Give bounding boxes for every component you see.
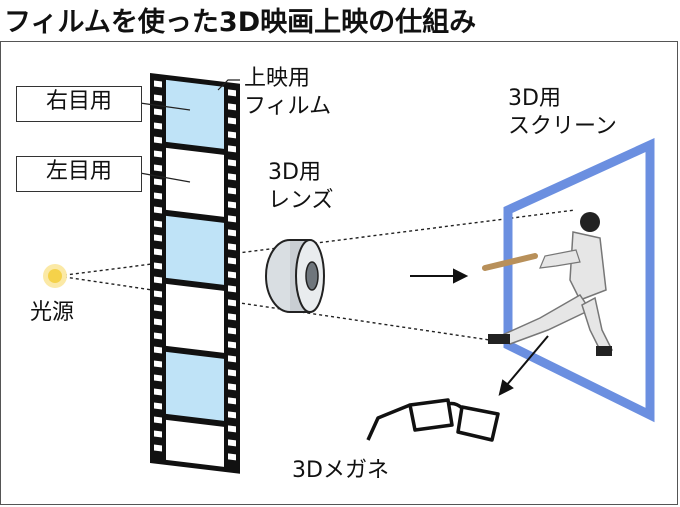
lens-label-line2: レンズ (268, 188, 334, 213)
light-source-icon (43, 264, 67, 288)
lens-label-line1: 3D用 (268, 160, 321, 185)
lens-icon (265, 239, 325, 313)
3d-glasses-icon (366, 398, 500, 442)
screen-label-line2: スクリーン (508, 114, 617, 139)
film-label-line1: 上映用 (244, 66, 311, 91)
diagram-frame (0, 41, 678, 505)
film-sprocket-holes (154, 80, 236, 461)
glasses-arrow (498, 335, 549, 396)
batter-image (482, 212, 614, 356)
film-frames (166, 79, 224, 467)
glasses-label: 3Dメガネ (292, 458, 389, 483)
light-source-label: 光源 (30, 300, 75, 325)
diagram-title: フィルムを使った3D映画上映の仕組み (4, 7, 477, 38)
left-eye-label: 左目用 (45, 159, 112, 184)
right-eye-label: 右目用 (45, 89, 112, 114)
projection-arrow (410, 268, 469, 284)
film-strip (150, 73, 240, 474)
film-label-line2: フィルム (244, 94, 332, 119)
leader-lines (139, 79, 240, 183)
3d-screen (503, 137, 655, 423)
left-eye-label-box: 左目用 (16, 156, 142, 192)
right-eye-label-box: 右目用 (16, 86, 142, 122)
screen-label-line1: 3D用 (508, 86, 561, 111)
